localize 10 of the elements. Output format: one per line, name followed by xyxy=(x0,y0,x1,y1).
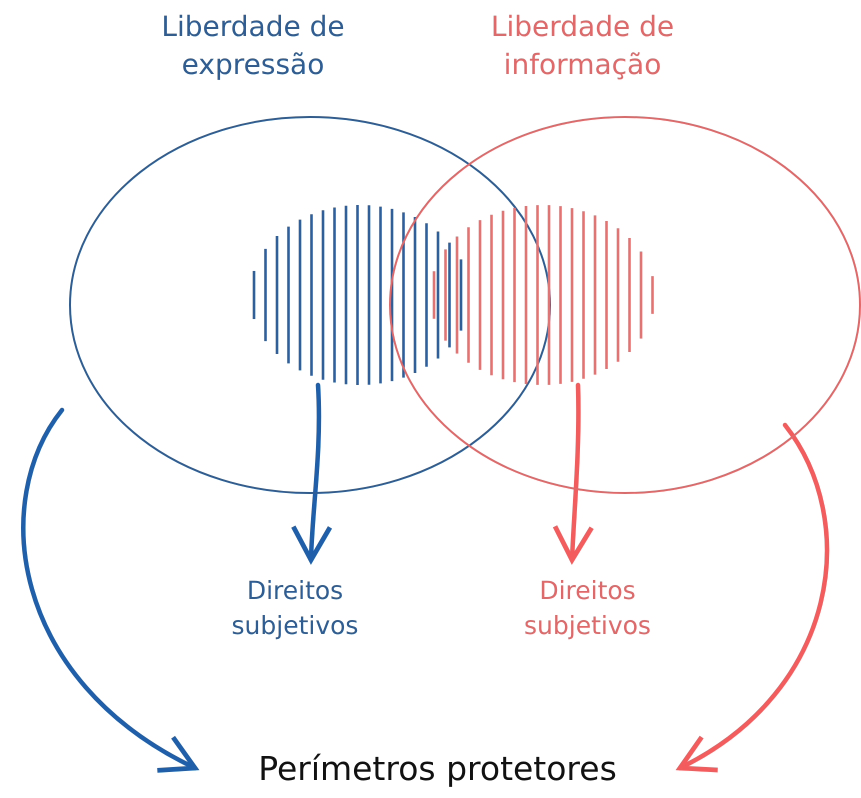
arrow xyxy=(21,408,198,770)
circle-heading: Liberdade de informação xyxy=(490,9,676,83)
label-text: Direitos subjetivos xyxy=(490,563,685,653)
arrow xyxy=(552,382,594,562)
label-text: Perímetros protetores xyxy=(195,742,680,796)
arrow xyxy=(678,422,829,770)
label-text: Direitos subjetivos xyxy=(200,563,390,653)
hatched-ellipse xyxy=(430,205,655,385)
arrow xyxy=(291,382,333,562)
circle-heading: Liberdade de expressão xyxy=(160,9,346,83)
